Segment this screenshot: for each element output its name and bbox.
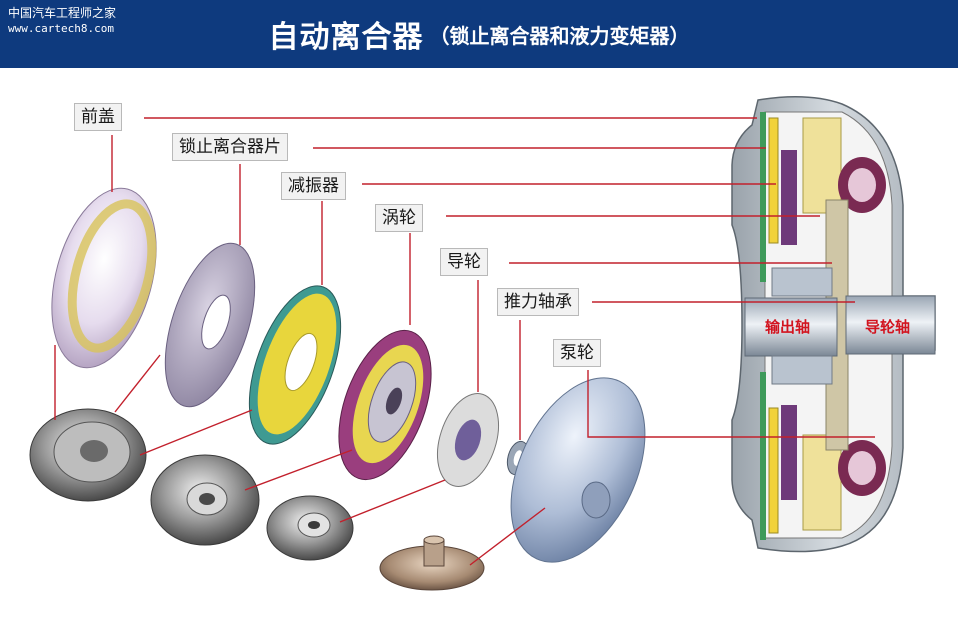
label-output-shaft: 输出轴 bbox=[765, 318, 811, 336]
output-shaft-section bbox=[744, 297, 838, 357]
stator-shaft-section bbox=[845, 295, 936, 355]
leader-stator-photo bbox=[339, 479, 446, 523]
damper-photo bbox=[150, 454, 260, 546]
hub-section-lower bbox=[771, 355, 833, 385]
cross-section bbox=[731, 96, 936, 553]
watermark-url: www.cartech8.com bbox=[8, 22, 114, 35]
leader-plate-photo bbox=[114, 354, 161, 413]
damper-part bbox=[248, 285, 342, 445]
fluid-cavity-lower-hl bbox=[848, 451, 876, 485]
label-pump: 泵轮 bbox=[553, 339, 601, 367]
hub-section bbox=[771, 267, 833, 297]
turbine-blade-lower bbox=[802, 434, 842, 531]
title-banner bbox=[0, 0, 958, 68]
watermark-text: 中国汽车工程师之家 bbox=[8, 6, 117, 20]
leader-pump bbox=[587, 370, 875, 438]
turbine-blade-upper bbox=[802, 117, 842, 214]
pump-part bbox=[510, 377, 646, 563]
fluid-cavity-upper-hl bbox=[848, 168, 876, 202]
green-seal-upper bbox=[760, 112, 766, 282]
damper-section-lower bbox=[781, 405, 797, 500]
label-turbine: 涡轮 bbox=[375, 204, 423, 232]
turbine-photo bbox=[266, 495, 354, 561]
front-cover-part bbox=[51, 187, 157, 369]
stator-part bbox=[437, 393, 499, 487]
label-front-cover: 前盖 bbox=[74, 103, 122, 131]
page-title: 自动离合器 （锁止离合器和液力变矩器） bbox=[0, 0, 958, 68]
leader-lines bbox=[54, 117, 875, 566]
pump-photo bbox=[379, 535, 485, 591]
assembled-clutch-photo bbox=[29, 408, 147, 502]
green-seal-lower bbox=[760, 372, 766, 540]
damper-section-upper bbox=[781, 150, 797, 245]
label-stator-shaft: 导轮轴 bbox=[865, 318, 911, 336]
label-stator: 导轮 bbox=[440, 248, 488, 276]
turbine-part bbox=[338, 329, 432, 481]
label-damper: 减振器 bbox=[281, 172, 346, 200]
clutch-plate-section-upper bbox=[768, 117, 779, 244]
leader-turbine-photo bbox=[244, 449, 353, 491]
leader-damper-photo bbox=[139, 409, 253, 456]
watermark: 中国汽车工程师之家 www.cartech8.com bbox=[8, 6, 116, 36]
clutch-plate-section-lower bbox=[768, 407, 779, 534]
leader-pump-photo bbox=[469, 507, 546, 566]
title-subtitle: （锁止离合器和液力变矩器） bbox=[429, 23, 690, 48]
label-lockup-clutch-plate: 锁止离合器片 bbox=[172, 133, 288, 161]
label-thrust-bearing: 推力轴承 bbox=[497, 288, 579, 316]
lockup-clutch-plate-part bbox=[164, 242, 256, 408]
title-main: 自动离合器 bbox=[268, 20, 424, 55]
